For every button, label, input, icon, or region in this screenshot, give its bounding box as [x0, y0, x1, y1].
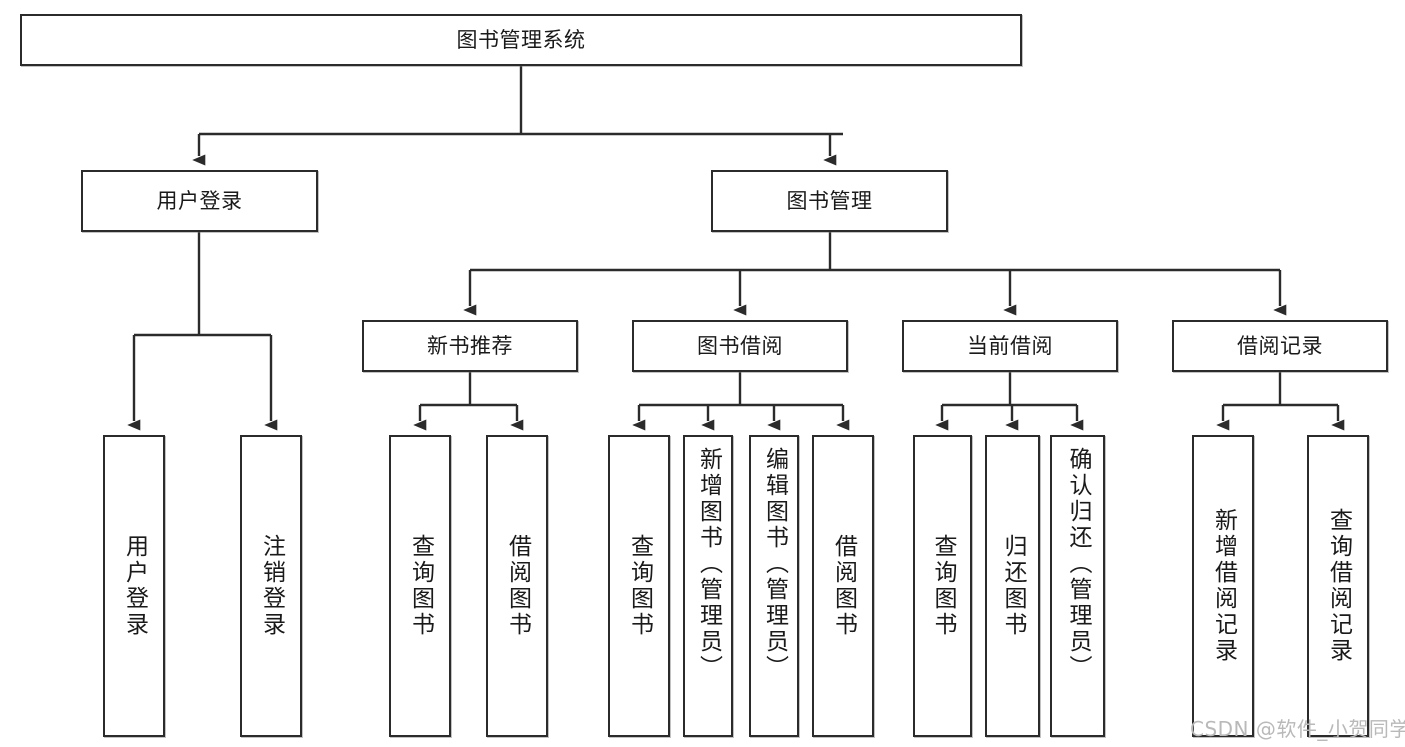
leaf-query-book-recommend[interactable]: 查询图书	[389, 435, 451, 737]
node-current-borrow-label: 当前借阅	[967, 333, 1053, 358]
node-borrow-record[interactable]: 借阅记录	[1172, 320, 1388, 372]
leaf-query-book-current-label: 查询图书	[930, 534, 956, 638]
leaf-query-borrow-record-label: 查询借阅记录	[1325, 508, 1352, 664]
leaf-edit-book-admin-label: 编辑图书（管理员）	[761, 447, 788, 681]
leaf-confirm-return-admin-label: 确认归还（管理员）	[1065, 447, 1091, 681]
leaf-query-book-borrow-label: 查询图书	[626, 534, 653, 638]
node-book-borrow-label: 图书借阅	[697, 333, 783, 358]
node-root-label: 图书管理系统	[456, 27, 586, 52]
node-book-borrow[interactable]: 图书借阅	[632, 320, 848, 372]
node-new-book-recommend-label: 新书推荐	[427, 333, 513, 358]
leaf-query-book-borrow[interactable]: 查询图书	[608, 435, 670, 737]
leaf-user-login-label: 用户登录	[121, 534, 148, 638]
node-book-manage-label: 图书管理	[786, 188, 873, 213]
leaf-return-book[interactable]: 归还图书	[985, 435, 1040, 737]
node-current-borrow[interactable]: 当前借阅	[902, 320, 1118, 372]
node-new-book-recommend[interactable]: 新书推荐	[362, 320, 578, 372]
leaf-add-borrow-record[interactable]: 新增借阅记录	[1192, 435, 1254, 737]
leaf-user-login[interactable]: 用户登录	[103, 435, 165, 737]
leaf-confirm-return-admin[interactable]: 确认归还（管理员）	[1050, 435, 1105, 737]
node-book-manage[interactable]: 图书管理	[711, 170, 948, 232]
leaf-query-borrow-record[interactable]: 查询借阅记录	[1307, 435, 1369, 737]
leaf-query-book-current[interactable]: 查询图书	[913, 435, 972, 737]
leaf-borrow-book-recommend-label: 借阅图书	[504, 534, 531, 638]
node-user-login-label: 用户登录	[156, 188, 243, 213]
leaf-query-book-recommend-label: 查询图书	[407, 534, 434, 638]
leaf-add-book-admin-label: 新增图书（管理员）	[695, 447, 722, 681]
leaf-add-book-admin[interactable]: 新增图书（管理员）	[683, 435, 733, 737]
leaf-borrow-book-recommend[interactable]: 借阅图书	[486, 435, 548, 737]
node-root[interactable]: 图书管理系统	[20, 14, 1022, 66]
leaf-borrow-book-label: 借阅图书	[830, 534, 857, 638]
node-borrow-record-label: 借阅记录	[1237, 333, 1323, 358]
leaf-logout-login-label: 注销登录	[258, 534, 285, 638]
csdn-watermark: CSDN @软件_小贺同学	[1190, 717, 1405, 741]
leaf-add-borrow-record-label: 新增借阅记录	[1210, 508, 1237, 664]
leaf-borrow-book[interactable]: 借阅图书	[812, 435, 874, 737]
leaf-return-book-label: 归还图书	[1000, 534, 1026, 638]
leaf-edit-book-admin[interactable]: 编辑图书（管理员）	[749, 435, 799, 737]
node-user-login[interactable]: 用户登录	[81, 170, 318, 232]
leaf-logout-login[interactable]: 注销登录	[240, 435, 302, 737]
